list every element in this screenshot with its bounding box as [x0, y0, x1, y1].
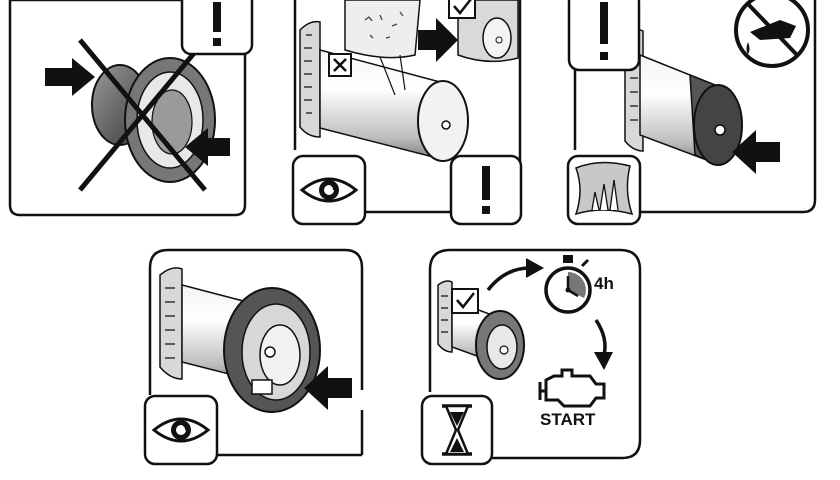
push-arrow-icon — [185, 128, 230, 166]
stopwatch-icon — [544, 255, 592, 314]
panel-press-seal — [143, 248, 364, 466]
prohibited-cross-icon — [78, 38, 207, 192]
damaged-surface-detail — [344, 0, 421, 96]
push-arrow-icon — [418, 18, 458, 62]
eye-inspect-icon — [291, 154, 367, 226]
gear-teeth — [437, 280, 453, 353]
push-arrow-icon — [732, 130, 780, 174]
panel-no-oil-clean — [566, 0, 817, 226]
wait-duration-label: 4h — [594, 274, 614, 293]
engine-start-label: START — [540, 410, 596, 429]
panel-wrong-installation — [8, 0, 254, 217]
no-oil-icon — [734, 0, 810, 68]
checkmark-icon — [448, 0, 476, 19]
push-arrow-icon — [45, 58, 95, 96]
shaft-with-seal — [451, 298, 525, 380]
curved-arrow-icon — [594, 319, 613, 370]
cloth-wipe-icon — [566, 154, 642, 226]
seal-ring — [223, 287, 321, 413]
panel-wait-then-start: 4h START — [420, 248, 642, 466]
engine-icon — [538, 368, 606, 408]
eye-inspect-icon — [143, 394, 219, 466]
hourglass-icon — [420, 394, 494, 466]
warning-exclamation-icon — [449, 154, 523, 226]
curved-arrow-icon — [486, 258, 544, 292]
warning-exclamation-icon — [567, 0, 641, 72]
gear-teeth — [299, 20, 321, 138]
warning-exclamation-icon — [180, 0, 254, 56]
shaft-cylinder — [319, 49, 469, 162]
shaft-cylinder — [639, 53, 743, 167]
gear-teeth — [159, 267, 183, 380]
checkmark-icon — [451, 288, 479, 314]
push-arrow-icon — [304, 366, 352, 410]
cross-mark-icon — [328, 53, 352, 77]
panel-inspect-shaft — [291, 0, 523, 226]
